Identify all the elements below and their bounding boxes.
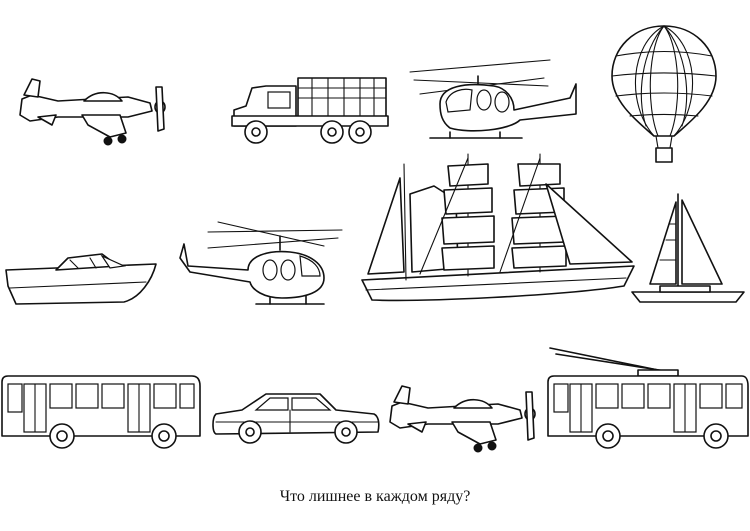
truck-icon xyxy=(231,77,389,144)
question-caption: Что лишнее в каждом ряду? xyxy=(279,488,471,505)
helicopter-icon xyxy=(409,59,577,139)
sailboat-icon xyxy=(631,193,745,303)
trolleybus-icon xyxy=(547,347,749,449)
propeller-plane-icon xyxy=(389,385,536,453)
tall-ship-icon xyxy=(361,153,635,302)
helicopter-icon xyxy=(179,221,343,305)
car-icon xyxy=(212,393,380,444)
hot-air-balloon-icon xyxy=(611,25,717,163)
bus-icon xyxy=(1,375,201,449)
motor-boat-icon xyxy=(5,253,157,305)
propeller-plane-icon xyxy=(19,78,166,146)
